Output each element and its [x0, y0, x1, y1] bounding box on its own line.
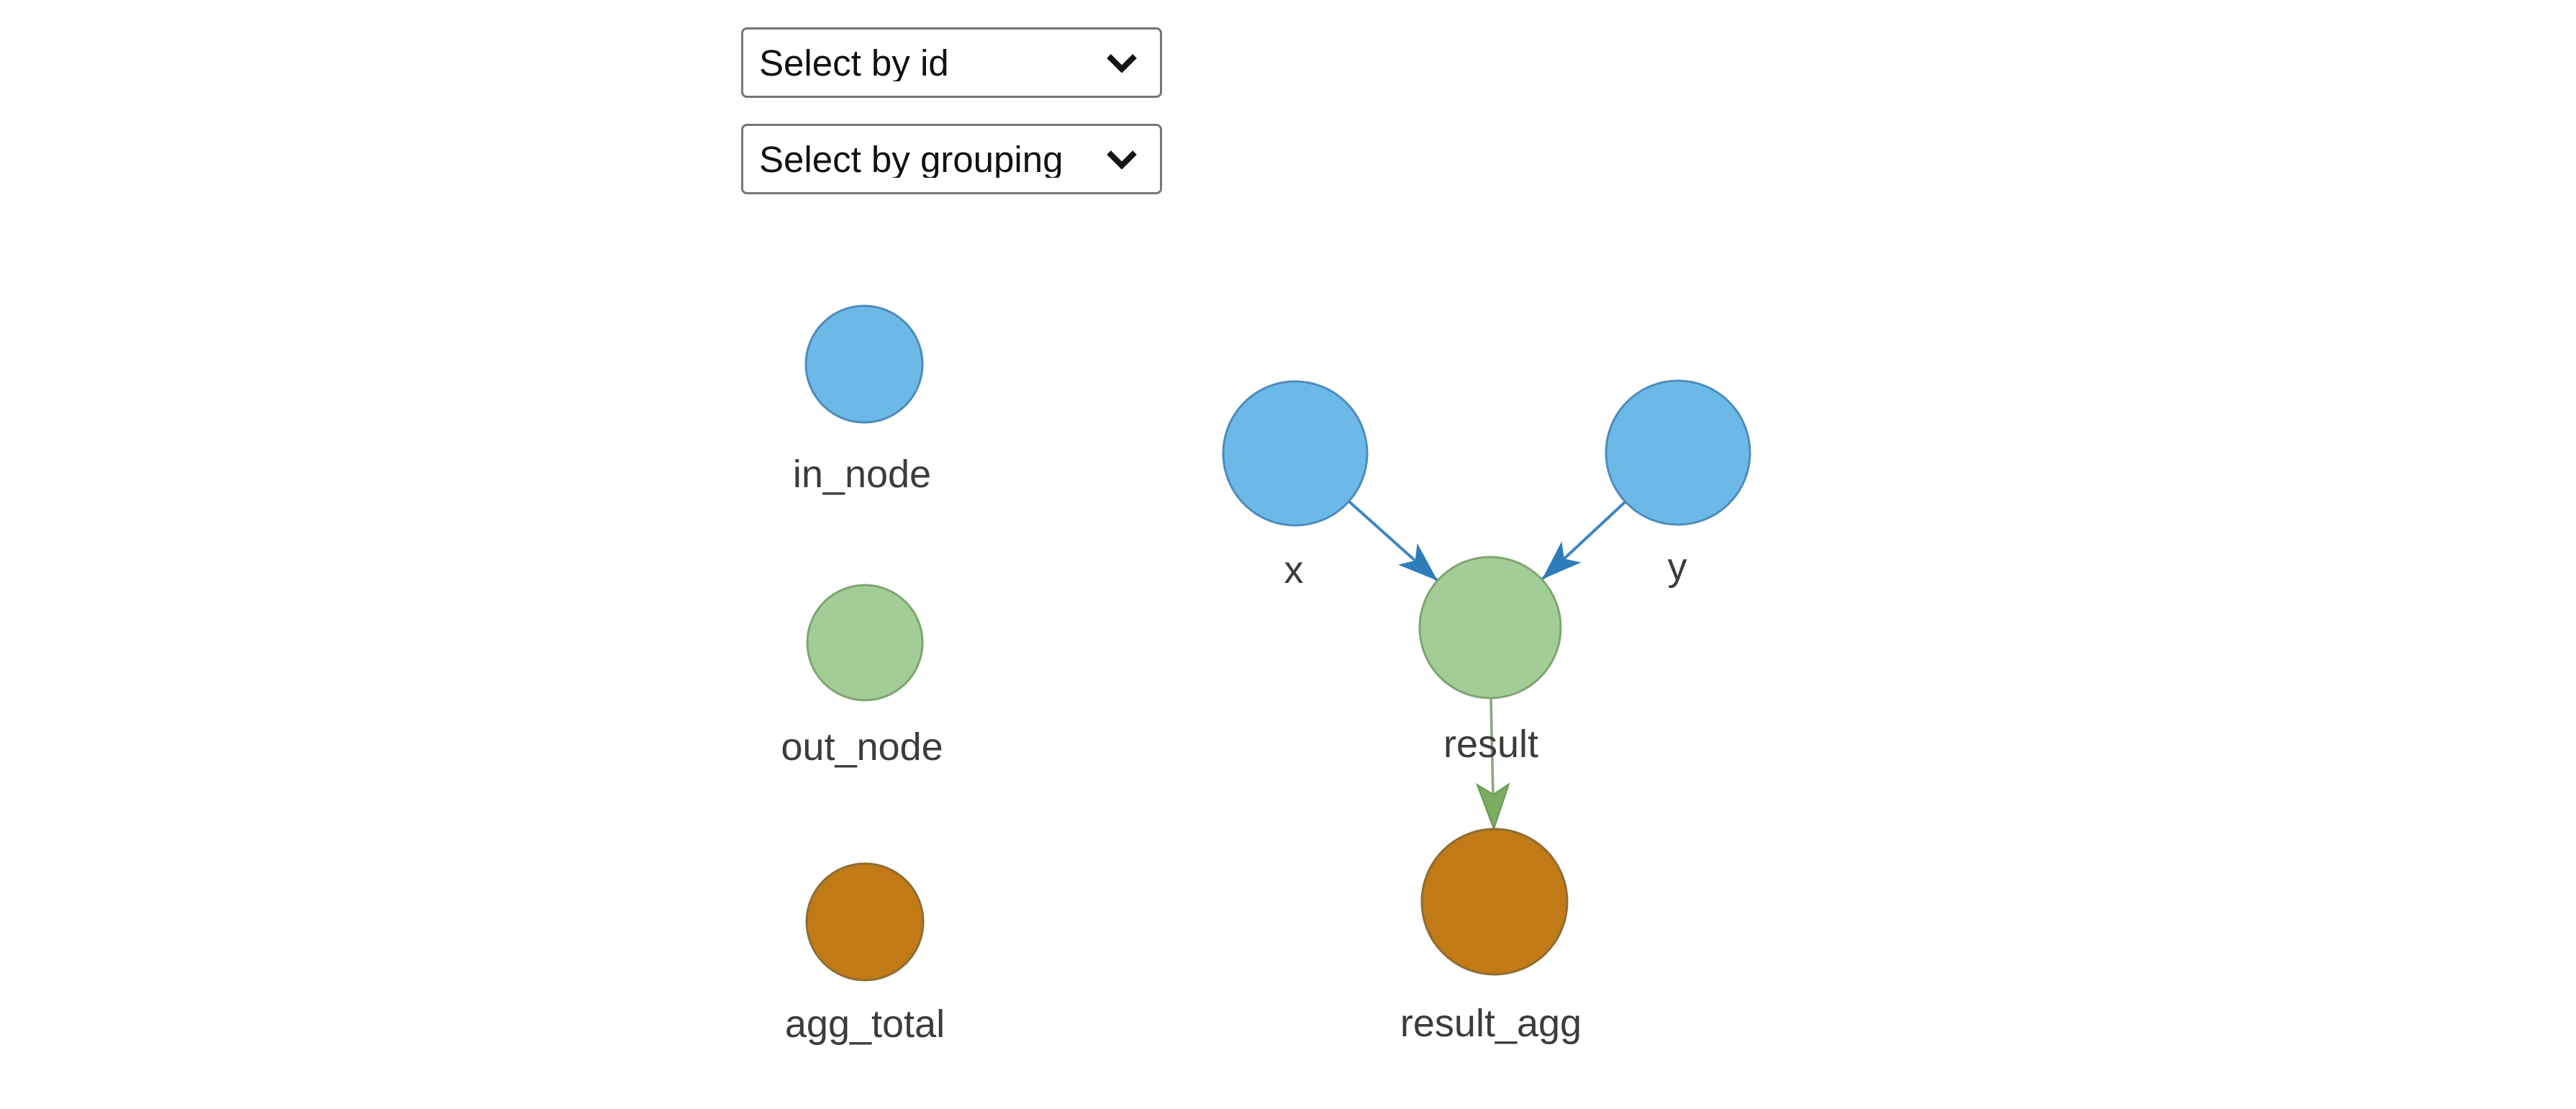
- legend-label-agg-total: agg_total: [785, 1002, 945, 1046]
- legend-label-in-node: in_node: [793, 453, 931, 496]
- legend: in_node out_node agg_total: [781, 304, 945, 1046]
- legend-label-out-node: out_node: [781, 725, 943, 769]
- node-y[interactable]: [1605, 379, 1751, 526]
- select-by-id-dropdown[interactable]: Select by id: [741, 27, 1162, 98]
- select-by-grouping-wrapper: Select by grouping: [741, 124, 1162, 194]
- node-labels: x y result result_agg: [1284, 546, 1687, 1045]
- nodes: [1222, 379, 1751, 976]
- legend-item-out-node: out_node: [781, 584, 943, 769]
- edge-result-result-agg: [1475, 697, 1510, 831]
- node-label-result-agg: result_agg: [1400, 1002, 1582, 1045]
- node-label-x: x: [1284, 548, 1304, 592]
- legend-swatch-in-node: [804, 304, 924, 424]
- edges: [1348, 500, 1627, 831]
- select-by-grouping-dropdown[interactable]: Select by grouping: [741, 124, 1162, 194]
- node-x[interactable]: [1222, 380, 1369, 527]
- arrowhead-icon: [1397, 543, 1438, 581]
- select-by-id-wrapper: Select by id: [741, 27, 1162, 98]
- legend-item-in-node: in_node: [793, 304, 931, 496]
- legend-swatch-out-node: [806, 584, 924, 702]
- legend-swatch-agg-total: [805, 862, 925, 982]
- node-label-result: result: [1443, 723, 1538, 766]
- arrowhead-icon: [1542, 541, 1582, 579]
- edge-x-result: [1348, 500, 1439, 582]
- arrowhead-icon: [1475, 782, 1510, 831]
- node-result-agg[interactable]: [1420, 828, 1569, 976]
- legend-item-agg-total: agg_total: [785, 862, 945, 1046]
- edge-y-result: [1541, 500, 1627, 581]
- node-result[interactable]: [1418, 556, 1562, 700]
- node-label-y: y: [1668, 546, 1687, 589]
